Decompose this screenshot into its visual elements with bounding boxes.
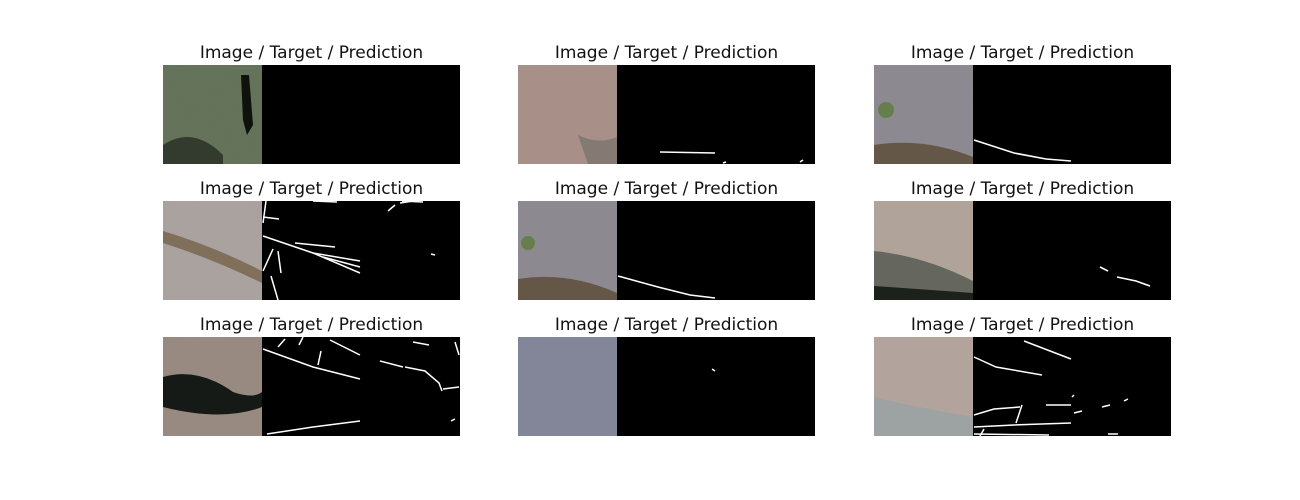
prediction-mask (1072, 337, 1171, 436)
panel-strip (163, 65, 460, 164)
panel-title: Image / Target / Prediction (554, 43, 779, 63)
panel-strip (518, 337, 815, 436)
panel-6: Image / Target / Prediction (874, 179, 1171, 300)
target-mask (617, 65, 716, 164)
target-mask (973, 65, 1072, 164)
crack-lines (659, 151, 804, 164)
panel-1: Image / Target / Prediction (163, 43, 460, 164)
panel-5: Image / Target / Prediction (518, 179, 815, 300)
source-image (874, 337, 973, 436)
panel-title: Image / Target / Prediction (199, 315, 424, 335)
panel-8: Image / Target / Prediction (518, 315, 815, 436)
panel-title: Image / Target / Prediction (910, 179, 1135, 199)
crack-lines (262, 201, 436, 300)
panel-title: Image / Target / Prediction (910, 315, 1135, 335)
panel-4: Image / Target / Prediction (163, 179, 460, 300)
panel-7: Image / Target / Prediction (163, 315, 460, 436)
target-mask (262, 337, 361, 436)
panel-3: Image / Target / Prediction (874, 43, 1171, 164)
source-image (518, 337, 617, 436)
source-image (163, 337, 262, 436)
panel-9: Image / Target / Prediction (874, 315, 1171, 436)
source-image (874, 65, 973, 164)
prediction-mask (1072, 65, 1171, 164)
source-image (874, 201, 973, 300)
target-mask (973, 337, 1072, 436)
panel-strip (163, 201, 460, 300)
prediction-mask (716, 337, 815, 436)
prediction-mask (361, 65, 460, 164)
panel-title: Image / Target / Prediction (199, 43, 424, 63)
panel-strip (874, 65, 1171, 164)
prediction-mask (716, 201, 815, 300)
target-mask (262, 65, 361, 164)
prediction-mask (361, 201, 460, 300)
panel-title: Image / Target / Prediction (910, 43, 1135, 63)
crack-lines (262, 337, 460, 435)
crack-lines (617, 275, 716, 299)
target-mask (262, 201, 361, 300)
panel-strip (518, 65, 815, 164)
panel-title: Image / Target / Prediction (554, 179, 779, 199)
source-image (163, 65, 262, 164)
panel-strip (163, 337, 460, 436)
panel-title: Image / Target / Prediction (199, 179, 424, 199)
source-image (518, 65, 617, 164)
crack-lines (973, 340, 1129, 436)
prediction-mask (361, 337, 460, 436)
source-image (163, 201, 262, 300)
panel-2: Image / Target / Prediction (518, 43, 815, 164)
prediction-mask (1072, 201, 1171, 300)
crack-lines (1099, 266, 1151, 287)
panel-strip (874, 201, 1171, 300)
crack-lines (973, 139, 1072, 162)
prediction-mask (716, 65, 815, 164)
target-mask (617, 337, 716, 436)
panel-strip (874, 337, 1171, 436)
crack-lines (711, 368, 716, 372)
target-mask (973, 201, 1072, 300)
source-image (518, 201, 617, 300)
panel-strip (518, 201, 815, 300)
target-mask (617, 201, 716, 300)
panel-title: Image / Target / Prediction (554, 315, 779, 335)
